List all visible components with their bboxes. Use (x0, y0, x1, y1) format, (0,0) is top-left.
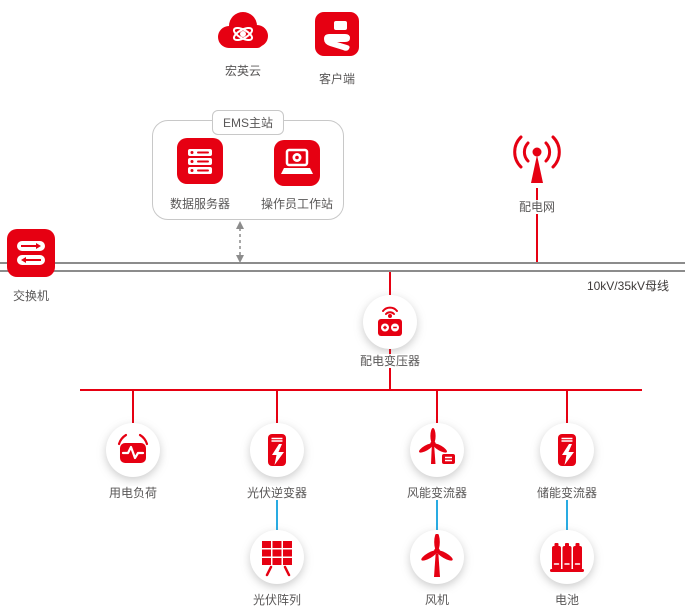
node-operator-workstation: 操作员工作站 (257, 140, 337, 212)
pv-inverter-to-array-line (276, 500, 278, 530)
node-wind-converter: 风能变流器 (403, 423, 471, 501)
node-disc (410, 530, 464, 584)
ems-master-station-box: EMS主站 (152, 110, 344, 220)
node-switch: 交换机 (7, 229, 55, 304)
wind-converter-to-turbine-line (436, 500, 438, 530)
transformer-icon (377, 306, 402, 336)
node-load: 用电负荷 (105, 423, 161, 501)
node-label: 数据服务器 (166, 197, 234, 212)
node-label: 光伏逆变器 (243, 486, 311, 501)
switch-icon (7, 229, 55, 277)
server-icon (176, 138, 223, 184)
node-disc (249, 530, 304, 584)
node-disc (539, 423, 594, 477)
load-icon (117, 433, 149, 463)
feeder-to-storage-converter-line (566, 389, 568, 423)
wind-turbine-icon (421, 534, 453, 577)
feeder-to-wind-converter-line (436, 389, 438, 423)
feeder-line (80, 389, 642, 391)
node-disc (409, 423, 464, 477)
node-label: 客户端 (315, 72, 358, 87)
node-storage-converter: 储能变流器 (533, 423, 601, 501)
transformer-to-feeder-line (389, 349, 391, 390)
node-label: 风能变流器 (403, 486, 471, 501)
node-battery: 电池 (540, 530, 594, 608)
node-transformer: 配电变压器 (356, 295, 424, 369)
node-label: 风机 (421, 593, 452, 608)
node-label: 交换机 (9, 289, 52, 304)
node-disc (362, 295, 417, 349)
ems-bus-comm-arrow-icon (236, 221, 244, 263)
node-cloud: 宏英云 (212, 8, 274, 79)
node-pv-array: 光伏阵列 (249, 530, 305, 608)
node-label: 配电变压器 (356, 354, 424, 369)
node-label: 用电负荷 (105, 486, 161, 501)
pv-inverter-icon (267, 434, 286, 466)
battery-icon (550, 543, 584, 572)
node-label: 操作员工作站 (257, 197, 337, 212)
node-label: 电池 (551, 593, 582, 608)
bus-to-transformer-line (389, 272, 391, 295)
node-label: 配电网 (515, 200, 558, 215)
node-data-server: 数据服务器 (166, 138, 234, 212)
client-icon (315, 12, 359, 56)
bus-line-bottom (0, 270, 685, 272)
node-disc (249, 423, 304, 477)
bus-voltage-label: 10kV/35kV母线 (586, 279, 669, 293)
ems-master-station-label: EMS主站 (211, 110, 285, 135)
node-distribution-grid: 配电网 (510, 134, 564, 215)
node-pv-inverter: 光伏逆变器 (243, 423, 311, 501)
storage-converter-to-battery-line (566, 500, 568, 530)
node-disc (105, 423, 160, 477)
feeder-to-load-line (132, 389, 134, 423)
grid-to-bus-line (536, 188, 538, 262)
bus-line-top (0, 262, 685, 264)
node-label: 宏英云 (221, 64, 264, 79)
pv-array-icon (261, 541, 292, 577)
node-label: 储能变流器 (533, 486, 601, 501)
storage-converter-icon (557, 434, 576, 466)
feeder-to-pv-inverter-line (276, 389, 278, 423)
node-label: 光伏阵列 (249, 593, 305, 608)
node-client: 客户端 (315, 12, 359, 87)
node-wind-turbine: 风机 (410, 530, 464, 608)
workstation-icon (273, 140, 320, 186)
node-disc (540, 530, 594, 584)
grid-antenna-icon (513, 135, 561, 183)
cloud-icon (218, 12, 268, 48)
wind-converter-icon (419, 428, 455, 464)
